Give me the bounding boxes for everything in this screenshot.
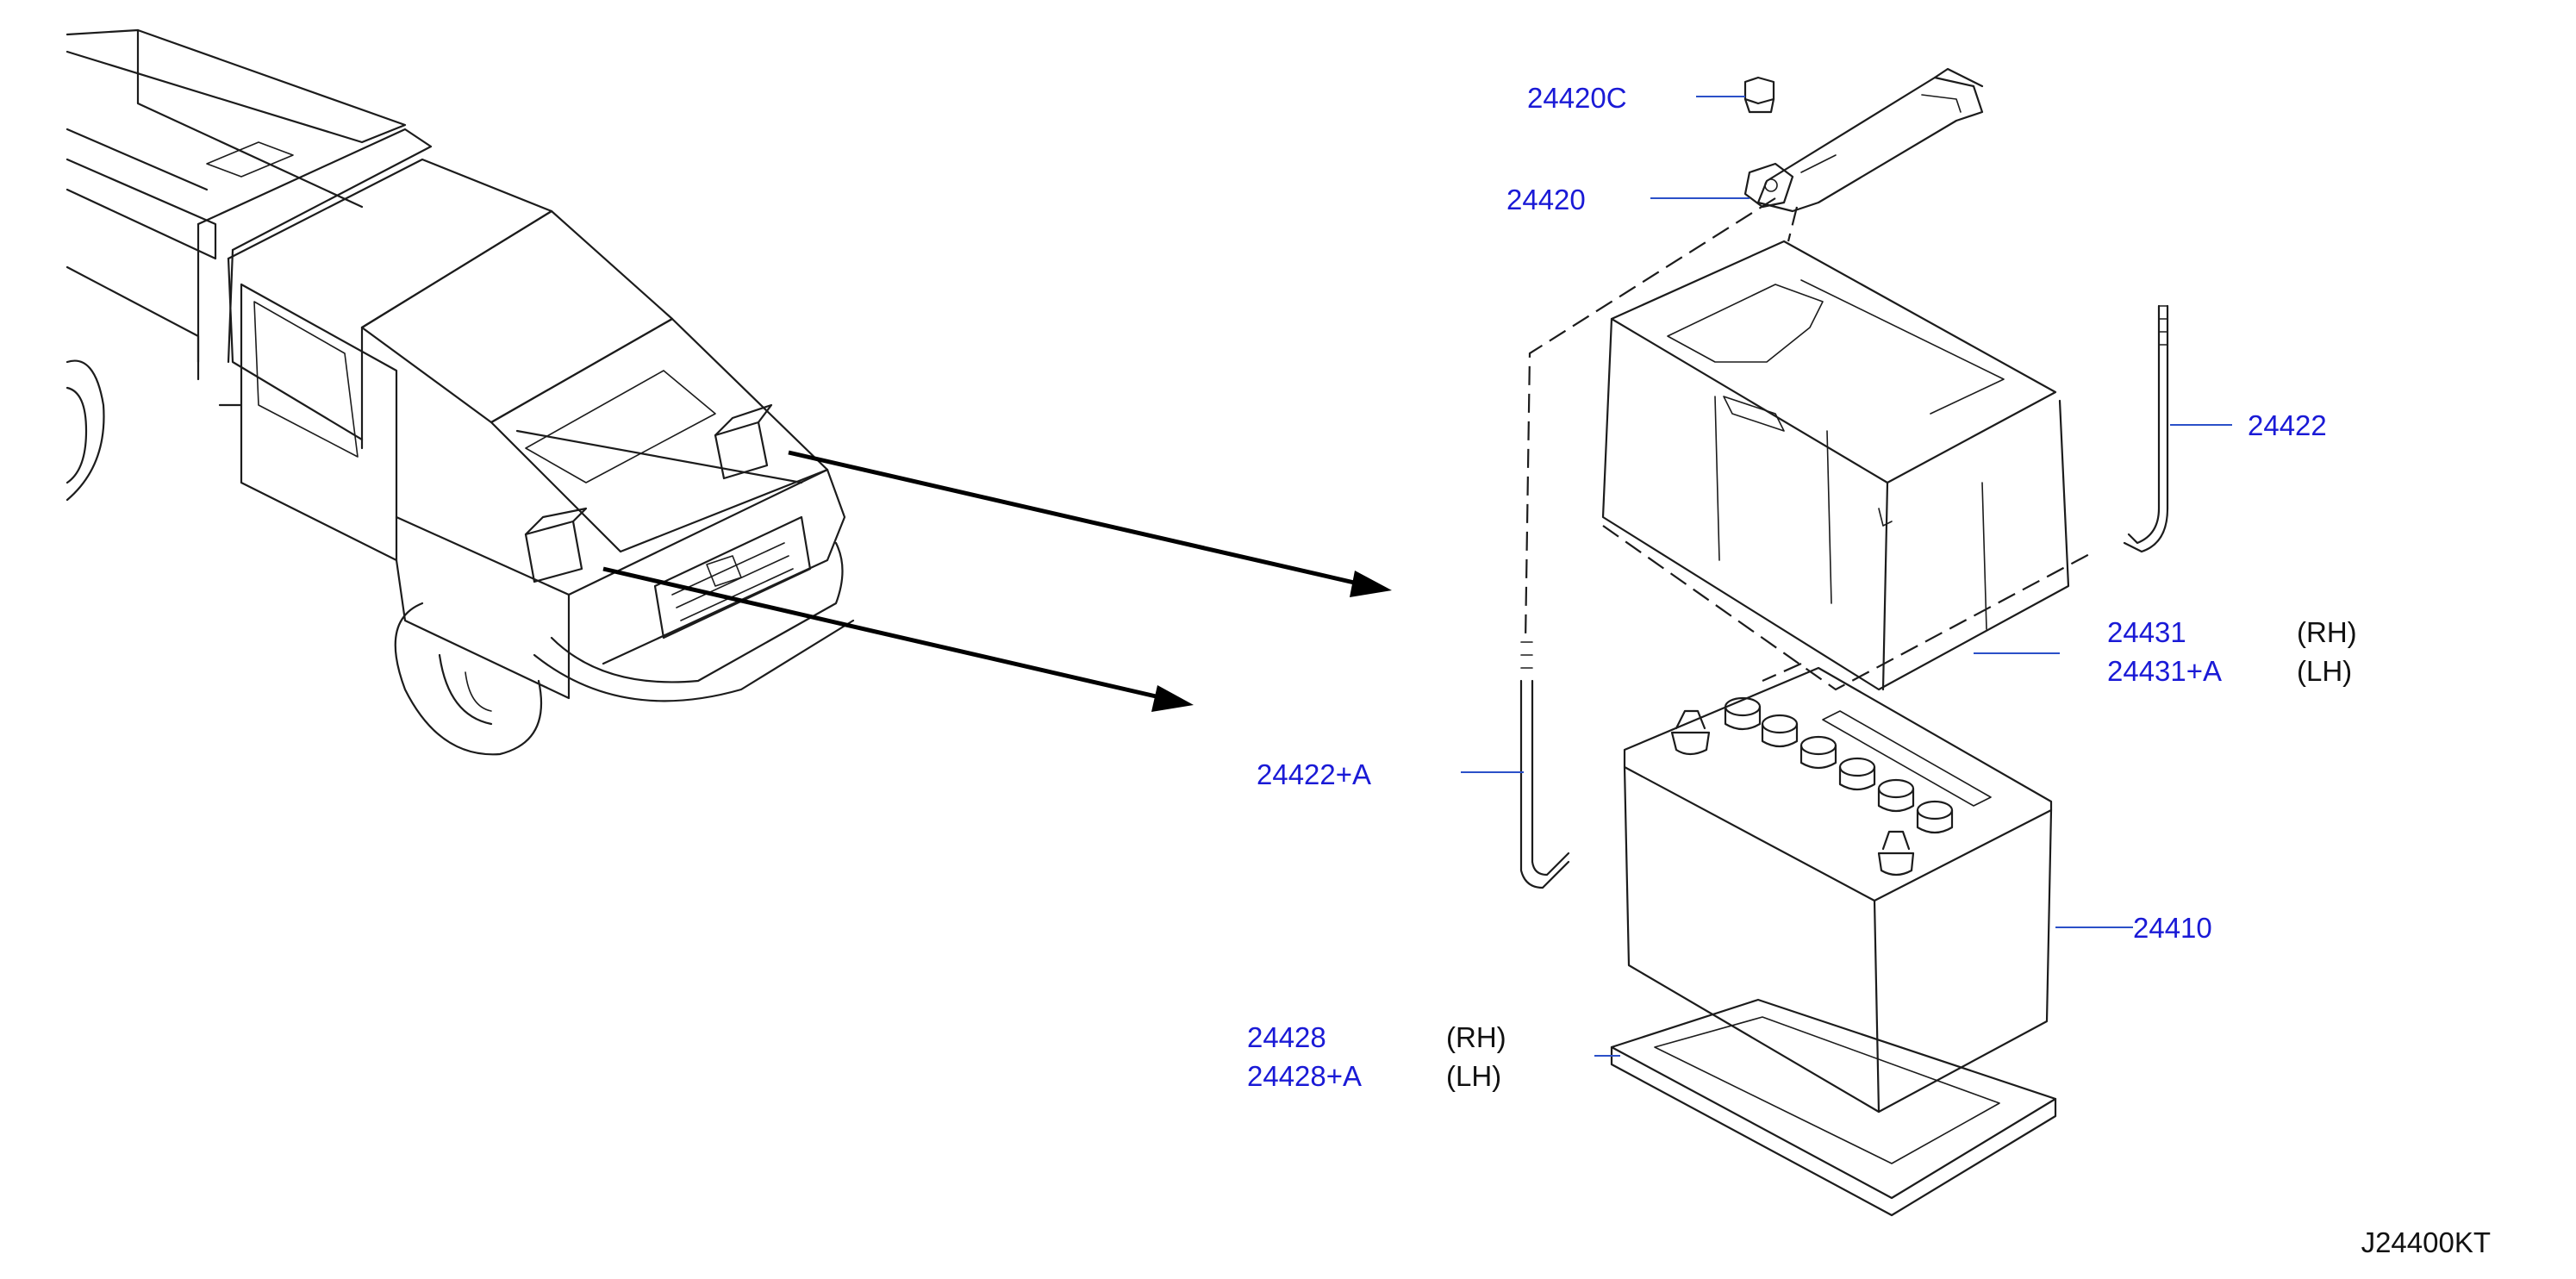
location-arrows [602,450,1392,712]
part-label-24422: 24422 [2248,409,2327,441]
battery [1623,666,2053,1114]
vent-caps [1724,696,1954,834]
battery-tray [1601,240,2095,691]
part-labels: 24420C 24420 24422 24431 (RH) 24431+A (L… [1247,82,2491,1258]
battery-pad [1610,998,2057,1217]
hold-down-nut [1743,76,1775,114]
hold-down-rod-right [2123,304,2169,553]
part-label-24428-lh: 24428+A [1247,1060,1362,1092]
part-label-24431-rh: 24431 [2107,616,2186,648]
part-label-24420: 24420 [1506,184,1586,215]
part-label-24428-rh: 24428 [1247,1021,1326,1053]
part-label-24410: 24410 [2133,912,2212,944]
diagram-code: J24400KT [2361,1226,2491,1258]
hold-down-frame [1743,67,1984,213]
side-label-24428-lh: (LH) [1446,1060,1501,1092]
side-label-24431-rh: (RH) [2297,616,2357,648]
hold-down-rod-left [1519,641,1570,889]
assembly-lines [1524,197,1802,683]
truck-illustration [65,28,855,756]
leader-lines [1461,96,2232,1057]
battery-terminals [1670,709,1915,877]
part-label-24420c: 24420C [1527,82,1627,114]
side-label-24431-lh: (LH) [2297,655,2352,687]
part-label-24422-a: 24422+A [1257,758,1371,790]
side-label-24428-rh: (RH) [1446,1021,1506,1053]
part-label-24431-lh: 24431+A [2107,655,2222,687]
